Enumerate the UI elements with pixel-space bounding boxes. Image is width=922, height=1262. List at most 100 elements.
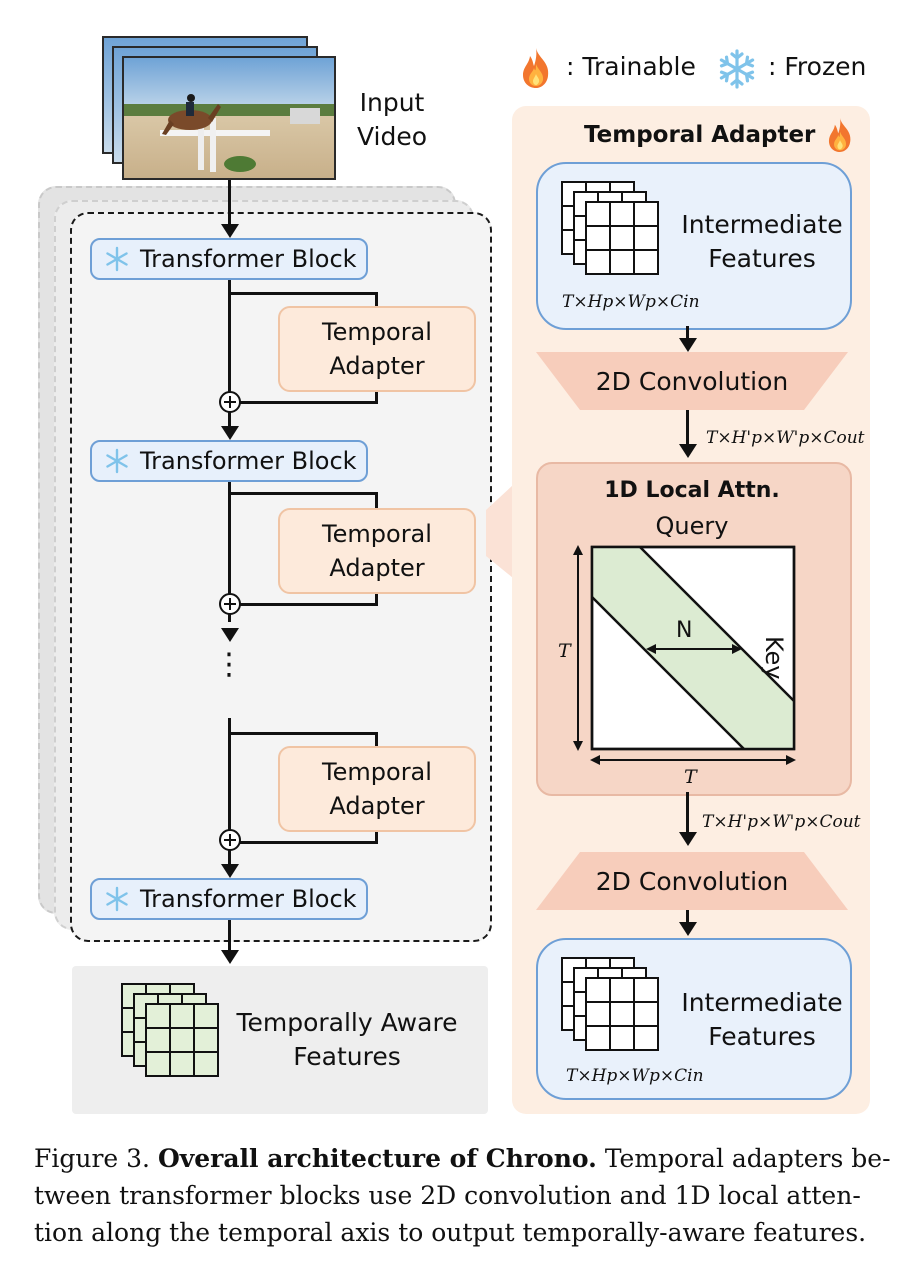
intermediate-line2: Features [708, 244, 816, 273]
transformer-block-2: Transformer Block [90, 440, 368, 482]
intermediate-line1: Intermediate [681, 988, 843, 1017]
input-video-line1: Input [359, 88, 425, 117]
dims-input-label: T×Hp×Wp×Cin [562, 292, 700, 312]
temporal-adapter-title-text: Temporal Adapter [584, 122, 816, 148]
caption-bold: Overall architecture of Chrono. [157, 1144, 597, 1173]
arrow-down-icon [679, 444, 697, 458]
temporal-adapter-line2: Adapter [329, 352, 425, 380]
temporal-adapter-line2: Adapter [329, 792, 425, 820]
trainable-label: : Trainable [566, 52, 696, 81]
feature-grid-icon [561, 181, 659, 275]
flow-line-1b [228, 412, 231, 428]
flow-line-r3 [686, 792, 689, 836]
branch-top-1 [228, 292, 378, 295]
transformer-block-1: Transformer Block [90, 238, 368, 280]
temporal-adapter-line1: Temporal [322, 318, 432, 346]
fire-icon [523, 48, 549, 88]
arrow-down-icon [221, 224, 239, 238]
add-icon [219, 391, 241, 413]
attention-matrix [590, 545, 796, 751]
dims-input-label-2: T×Hp×Wp×Cin [566, 1066, 704, 1086]
arrow-down-icon [679, 832, 697, 846]
caption-prefix: Figure 3. [34, 1144, 150, 1173]
frozen-label: : Frozen [768, 52, 867, 81]
caption-line1: Figure 3. Overall architecture of Chrono… [34, 1140, 894, 1177]
query-label: Query [655, 512, 729, 540]
branch-bottom-1 [228, 401, 378, 404]
legend: : Trainable : Frozen [516, 46, 876, 90]
dims-output-label-2: T×H'p×W'p×Cout [702, 812, 861, 832]
intermediate-features-label: Intermediate Features [678, 986, 846, 1054]
arrow-down-icon [221, 628, 239, 642]
input-video-label: Input Video [352, 86, 432, 154]
snowflake-icon [106, 886, 128, 912]
output-label: Temporally Aware Features [232, 1006, 462, 1074]
snowflake-icon [106, 246, 128, 272]
intermediate-features-output: Intermediate Features T×Hp×Wp×Cin [536, 938, 852, 1100]
conv-2d-label-1: 2D Convolution [595, 366, 789, 396]
transformer-block-label: Transformer Block [140, 885, 357, 913]
caption-line3: tion along the temporal axis to output t… [34, 1218, 867, 1247]
flow-line-out [228, 920, 231, 956]
flow-line-r1 [686, 326, 689, 342]
output-line1: Temporally Aware [236, 1008, 458, 1037]
transformer-block-label: Transformer Block [140, 447, 357, 475]
t-axis-horizontal [590, 755, 796, 765]
arrow-down-icon [221, 864, 239, 878]
temporal-adapter-1: Temporal Adapter [278, 306, 476, 392]
intermediate-features-input: Intermediate Features T×Hp×Wp×Cin [536, 162, 852, 330]
flow-line-2 [228, 482, 231, 622]
flow-line-1 [228, 280, 231, 420]
snowflake-icon [106, 448, 128, 474]
figure-caption: Figure 3. Overall architecture of Chrono… [34, 1140, 894, 1251]
flow-line-r2 [686, 410, 689, 448]
add-icon [219, 593, 241, 615]
flow-line-3 [228, 718, 231, 848]
local-attention-title: 1D Local Attn. [604, 478, 780, 503]
video-frame-stack [102, 36, 336, 180]
flow-line-3b [228, 850, 231, 870]
add-icon [219, 829, 241, 851]
key-label: Key [760, 636, 788, 680]
arrow-down-icon [679, 338, 697, 352]
dims-output-label-1: T×H'p×W'p×Cout [706, 428, 865, 448]
main-flow-line [228, 180, 231, 230]
temporal-adapter-3: Temporal Adapter [278, 746, 476, 832]
input-video-line2: Video [356, 122, 428, 151]
output-panel: Temporally Aware Features [72, 966, 488, 1114]
intermediate-line2: Features [708, 1022, 816, 1051]
snowflake-icon [719, 49, 755, 89]
arrow-down-icon [221, 950, 239, 964]
transformer-block-3: Transformer Block [90, 878, 368, 920]
conv-2d-shape-1 [536, 352, 848, 410]
feature-grid-icon [561, 957, 659, 1051]
transformer-block-label: Transformer Block [140, 245, 357, 273]
temporal-adapter-line1: Temporal [322, 520, 432, 548]
arrow-down-icon [221, 426, 239, 440]
window-size-label: N [676, 618, 693, 643]
t-label-horizontal: T [684, 766, 697, 788]
conv-2d-label-2: 2D Convolution [595, 866, 789, 896]
flow-line-r4 [686, 910, 689, 926]
t-label-vertical: T [558, 640, 571, 662]
ellipsis: ⋮ [214, 647, 244, 682]
t-axis-vertical [573, 545, 583, 751]
caption-line2: tween transformer blocks use 2D convolut… [34, 1181, 861, 1210]
feature-grid-icon [121, 983, 219, 1077]
branch-top-3 [228, 732, 378, 735]
input-video-frames [100, 34, 340, 184]
branch-bottom-2 [228, 603, 378, 606]
temporal-adapter-line2: Adapter [329, 554, 425, 582]
output-line2: Features [293, 1042, 401, 1071]
fire-icon [829, 118, 851, 152]
conv-2d-shape-2 [536, 852, 848, 910]
temporal-adapter-line1: Temporal [322, 758, 432, 786]
caption-line1-rest: Temporal adapters be- [604, 1144, 891, 1173]
arrow-down-icon [679, 922, 697, 936]
temporal-adapter-2: Temporal Adapter [278, 508, 476, 594]
intermediate-features-label: Intermediate Features [678, 208, 846, 276]
branch-bottom-3 [228, 841, 378, 844]
branch-top-2 [228, 492, 378, 495]
intermediate-line1: Intermediate [681, 210, 843, 239]
temporal-adapter-title: Temporal Adapter [584, 116, 857, 154]
